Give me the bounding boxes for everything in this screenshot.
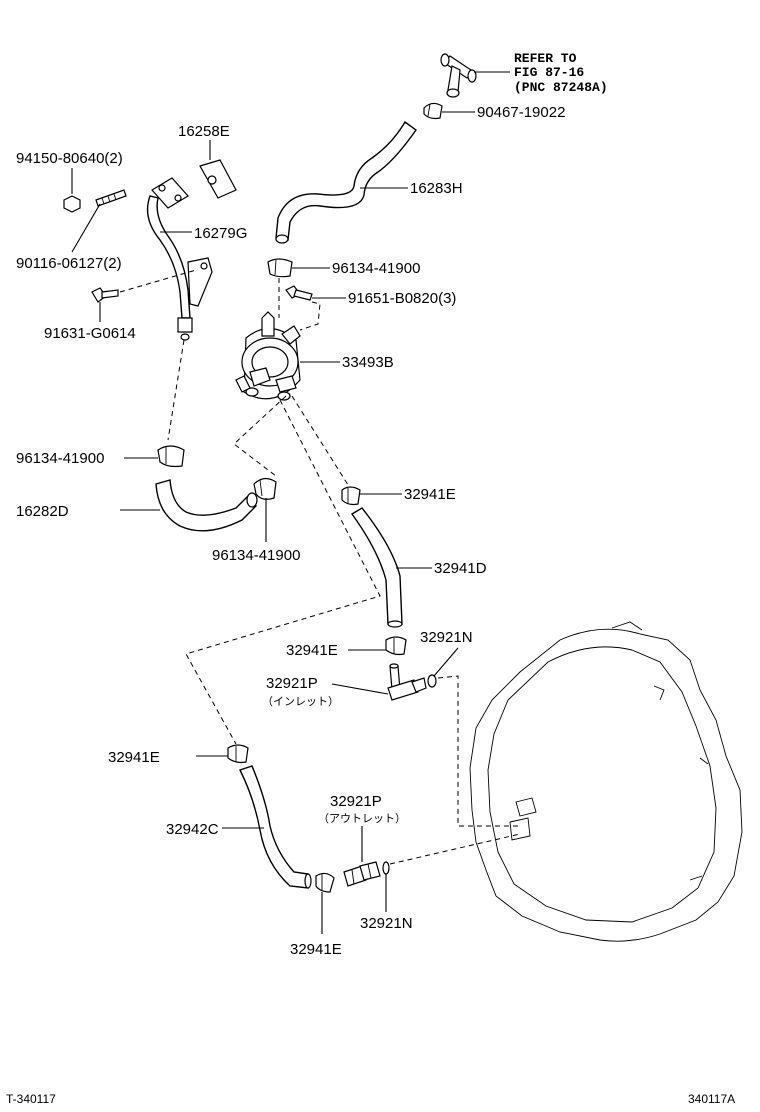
reference-line-1: REFER TO: [514, 51, 577, 66]
dash-91631: [119, 269, 197, 293]
pipe-16279G: [146, 177, 213, 341]
leader-32921N-a: [433, 647, 459, 677]
label-16258E: 16258E: [178, 123, 230, 140]
footer-right-code: 340117A: [688, 1092, 735, 1106]
dash-91651: [299, 301, 321, 331]
label-91631-G0614: 91631-G0614: [44, 325, 136, 342]
nut-94150-80640: [63, 195, 81, 213]
leader-32921P-a: [331, 683, 389, 695]
fitting-32921P-outlet: [343, 861, 381, 887]
o-ring-32921N-a: [427, 674, 437, 688]
label-96134-41900-b: 96134-41900: [16, 450, 104, 467]
label-96134-41900-a: 96134-41900: [332, 260, 420, 277]
clamp-96134-41900-top: [267, 258, 293, 278]
dash-outlet-to-case: [389, 833, 521, 865]
clamp-32941E-d: [315, 872, 335, 893]
o-ring-32921N-b: [382, 861, 390, 875]
label-32941D: 32941D: [434, 560, 487, 577]
hose-16283H: [275, 120, 417, 244]
clamp-96134-41900-left: [157, 445, 185, 468]
reference-line-2: FIG 87-16: [514, 65, 584, 80]
bolt-91651-B0820: [285, 285, 313, 301]
label-32921N-a: 32921N: [420, 629, 473, 646]
dash-pump-to-32942C: [185, 399, 381, 745]
dash-pump-to-32941E: [291, 395, 351, 489]
label-32942C: 32942C: [166, 821, 219, 838]
label-32941E-a: 32941E: [404, 486, 456, 503]
hose-32942C: [239, 765, 312, 889]
footer-left-code: T-340117: [6, 1092, 56, 1106]
label-32921N-b: 32921N: [360, 915, 413, 932]
fitting-32921P-inlet: [387, 663, 427, 701]
label-32941E-c: 32941E: [108, 749, 160, 766]
gasket-16258E: [199, 159, 237, 199]
label-32921P-a-sub: （インレット）: [262, 695, 339, 708]
label-32941E-d: 32941E: [290, 941, 342, 958]
label-32921P-a: 32921P: [266, 675, 318, 692]
dash-pump-to-hose-16282D: [233, 395, 287, 477]
label-32941E-b: 32941E: [286, 642, 338, 659]
reference-note: REFER TO FIG 87-16 (PNC 87248A): [514, 51, 608, 95]
pump-33493B: [235, 311, 301, 401]
label-33493B: 33493B: [342, 354, 394, 371]
label-94150-80640: 94150-80640(2): [16, 150, 123, 167]
dash-inlet-to-case: [437, 675, 518, 827]
stud-bolt-90116-06127: [95, 189, 127, 207]
clamp-96134-41900-right: [253, 477, 277, 500]
reference-line-3: (PNC 87248A): [514, 80, 608, 95]
bolt-91631-G0614: [91, 287, 119, 303]
transmission-case: [469, 621, 743, 942]
label-90467-19022: 90467-19022: [477, 104, 565, 121]
label-16282D: 16282D: [16, 503, 69, 520]
clamp-90467-19022: [423, 102, 443, 120]
label-16283H: 16283H: [410, 180, 463, 197]
t-connector-part: [440, 53, 477, 98]
label-32921P-b-sub: （アウトレット）: [318, 812, 406, 825]
clamp-32941E-b: [385, 636, 407, 656]
label-90116-06127: 90116-06127(2): [16, 255, 122, 272]
label-16279G: 16279G: [194, 225, 247, 242]
dash-pipe-to-clamp: [167, 339, 185, 441]
hose-32941D: [350, 507, 403, 628]
label-96134-41900-c: 96134-41900: [212, 547, 300, 564]
hose-16282D: [155, 479, 258, 532]
clamp-32941E-c: [227, 744, 249, 764]
label-32921P-b: 32921P: [330, 793, 382, 810]
label-91651-B0820: 91651-B0820(3): [348, 290, 456, 307]
leader-90116: [71, 203, 101, 253]
clamp-32941E-a: [341, 486, 361, 506]
